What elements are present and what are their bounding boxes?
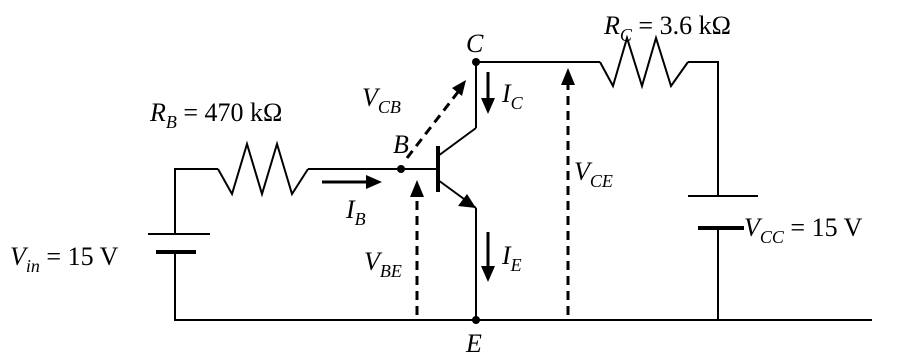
- label-rb: RB = 470 kΩ: [149, 98, 282, 132]
- label-rc: RC = 3.6 kΩ: [603, 11, 731, 45]
- emitter-arrow-head: [458, 194, 476, 208]
- label-ib: IB: [345, 195, 366, 229]
- wires: [174, 61, 872, 321]
- node-c-dot: [472, 58, 480, 66]
- left-top-wire: [174, 168, 218, 234]
- node-e-dot: [472, 316, 480, 324]
- voltage-vbe-arrow: [410, 180, 424, 315]
- current-ib-arrow: [322, 175, 382, 189]
- resistor-rb: [217, 140, 309, 198]
- label-vcb: VCB: [362, 83, 401, 117]
- rc-to-vcc-wire: [688, 61, 719, 196]
- node-b-dot: [397, 165, 405, 173]
- battery-vin: [148, 233, 210, 254]
- current-ic-arrow: [481, 72, 495, 114]
- label-vce: VCE: [574, 157, 613, 191]
- label-ie: IE: [501, 241, 522, 275]
- left-bottom-wire: [174, 252, 872, 321]
- npn-transistor: [436, 127, 477, 209]
- voltage-vcb-arrow: [405, 80, 466, 159]
- label-node-e: E: [465, 329, 482, 356]
- label-vcc: VCC = 15 V: [744, 213, 863, 247]
- label-node-b: B: [393, 130, 409, 159]
- label-ic: IC: [501, 79, 524, 113]
- collector-wire: [475, 61, 600, 128]
- current-ie-arrow: [481, 232, 495, 282]
- voltage-vce-arrow: [561, 68, 575, 315]
- label-node-c: C: [466, 29, 484, 58]
- label-vbe: VBE: [364, 247, 402, 281]
- resistor-rc: [599, 34, 689, 90]
- label-vin: Vin = 15 V: [10, 242, 119, 276]
- battery-vcc: [688, 195, 758, 230]
